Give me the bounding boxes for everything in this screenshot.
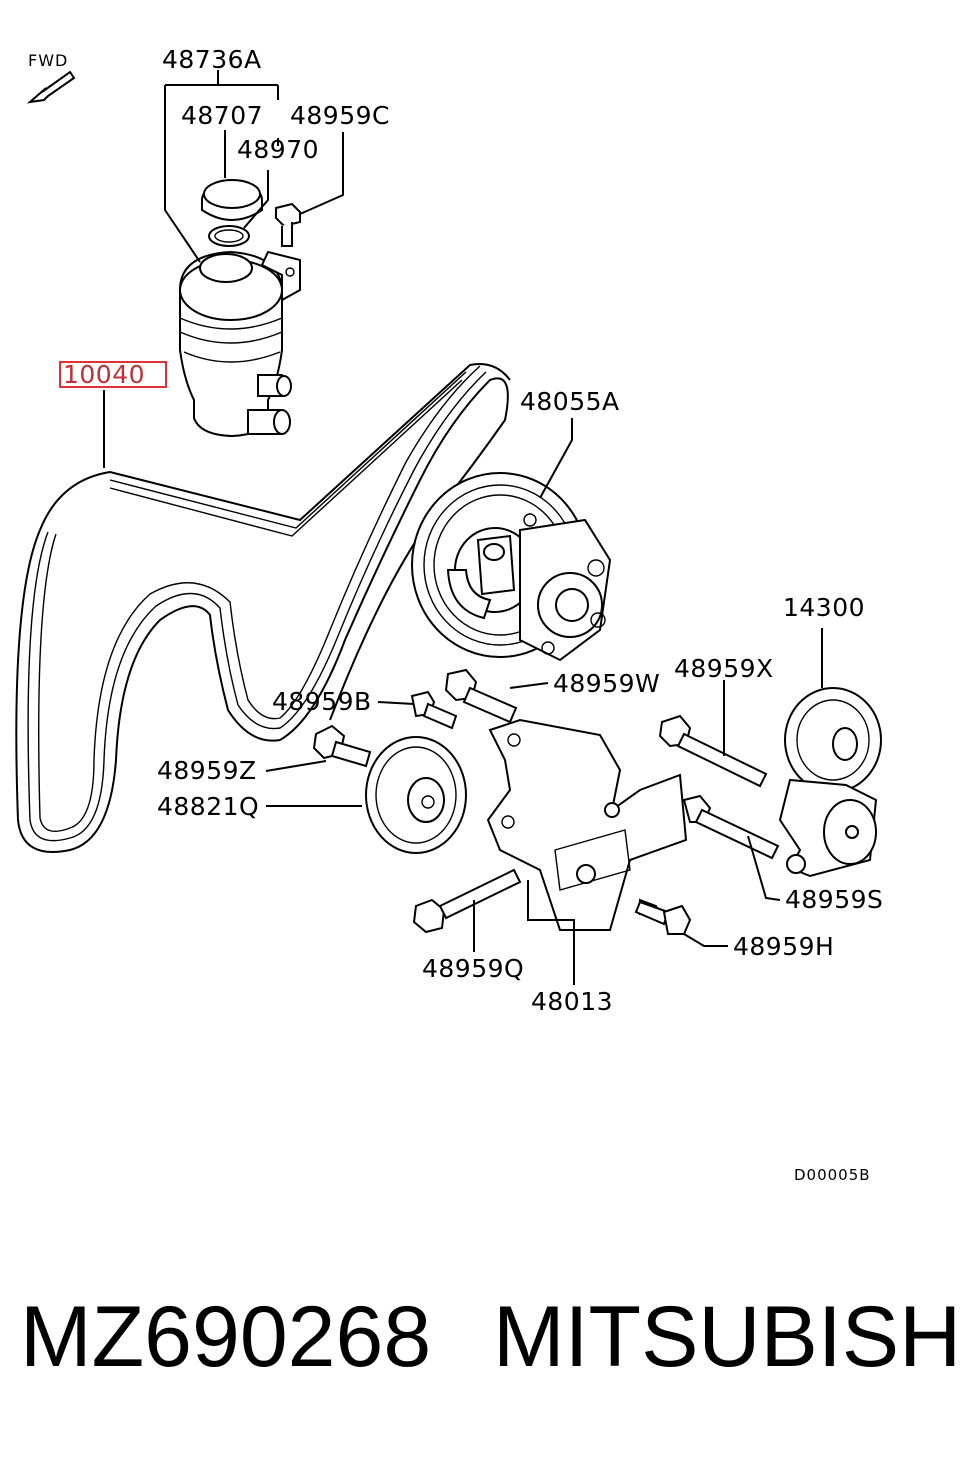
leader-48013 [527,880,575,985]
label-48959Q: 48959Q [422,954,524,983]
label-48959S: 48959S [785,885,883,914]
highlight-box [59,361,167,388]
brand-name: MITSUBISHI [493,1289,960,1385]
part-labels: 48736A 48707 48959C 48970 10040 48055A 1… [59,45,883,1184]
o-ring [208,225,250,247]
power-steering-pump [411,472,612,662]
pump-bracket [486,718,688,931]
fwd-arrow: FWD [26,51,76,104]
leader-lines-top [164,70,344,263]
idler-pulley [365,736,467,854]
reservoir-cap [201,179,263,221]
label-10040: 10040 [63,360,145,389]
label-48055A: 48055A [520,387,620,416]
bolt-48959Z [312,724,372,768]
label-48959W: 48959W [553,669,660,698]
part-number: MZ690268 [20,1289,431,1385]
bolt-48959Q [412,868,522,934]
label-14300: 14300 [783,593,865,622]
label-48959X: 48959X [674,654,774,683]
leader-48055A [539,418,573,499]
bolt-48959S [682,794,780,860]
leader-48959B [377,701,415,705]
label-48959Z: 48959Z [157,756,257,785]
label-48736A: 48736A [162,45,262,74]
label-48959C: 48959C [290,101,390,130]
leader-48959H [683,933,728,947]
label-48970: 48970 [237,135,319,164]
leader-48959S [747,835,781,901]
fwd-label: FWD [28,51,68,70]
bolt-48959C [275,202,301,247]
label-48821Q: 48821Q [157,792,259,821]
label-48959H: 48959H [733,932,834,961]
bolt-48959W [444,668,518,724]
label-48707: 48707 [181,101,263,130]
bolt-48959X [658,714,768,788]
leader-48959Z [265,760,327,772]
drawing-code: D00005B [794,1166,871,1184]
reservoir-tank [179,250,301,438]
drive-belt [15,363,511,853]
label-48959B: 48959B [272,687,372,716]
leader-48959W [509,682,549,689]
bolt-48959H [634,898,692,935]
belt-tensioner [778,687,882,878]
label-48013: 48013 [531,987,613,1016]
bolt-48959B [410,690,458,730]
